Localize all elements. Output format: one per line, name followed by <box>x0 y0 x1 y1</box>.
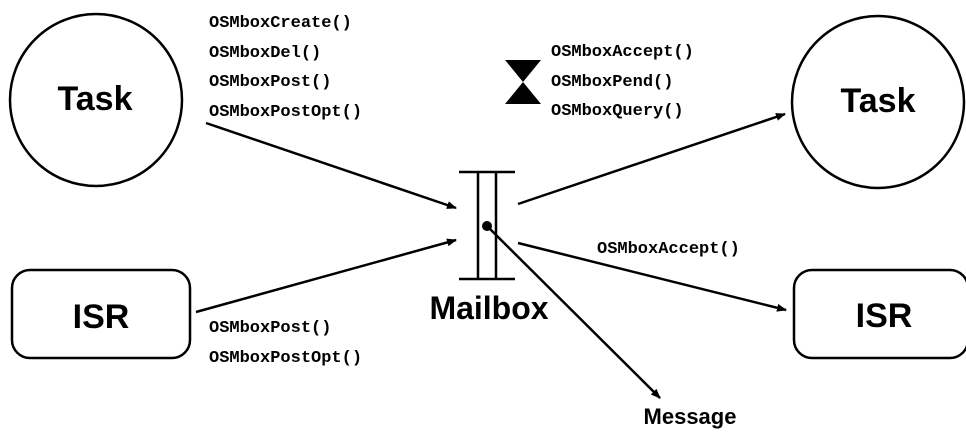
arrow-mailbox-to-isr <box>517 241 787 312</box>
message-label: Message <box>643 404 737 429</box>
isr-left-box <box>10 268 192 360</box>
api-call: OSMboxAccept() <box>551 43 694 62</box>
task-pend-api-list: OSMboxAccept() OSMboxPend() OSMboxQuery(… <box>551 38 694 127</box>
task-post-api-list: OSMboxCreate() OSMboxDel() OSMboxPost() … <box>209 9 362 127</box>
arrow-task-to-mailbox <box>205 121 457 210</box>
api-call: OSMboxPost() <box>209 319 332 338</box>
task-left-label: Task <box>57 80 133 118</box>
isr-left-label: ISR <box>72 298 130 336</box>
api-call: OSMboxPostOpt() <box>209 102 363 122</box>
isr-right-label: ISR <box>855 297 913 335</box>
isr-right-box <box>792 268 966 360</box>
task-left-circle <box>8 12 184 188</box>
api-call: OSMboxQuery() <box>551 102 684 121</box>
mailbox-symbol <box>459 170 515 281</box>
hourglass-icon <box>505 60 541 104</box>
api-call: OSMboxPostOpt() <box>209 348 363 368</box>
api-call: OSMboxCreate() <box>209 14 352 33</box>
api-call: OSMboxDel() <box>209 43 322 63</box>
api-call: OSMboxPend() <box>551 72 674 92</box>
isr-post-api-list: OSMboxPost() OSMboxPostOpt() <box>209 314 362 373</box>
arrow-isr-to-mailbox <box>195 238 457 314</box>
api-call: OSMboxPost() <box>209 73 332 92</box>
arrow-mailbox-to-message <box>486 225 661 399</box>
task-right-circle <box>790 14 966 190</box>
task-right-label: Task <box>840 82 916 120</box>
mailbox-label: Mailbox <box>429 290 549 326</box>
api-call: OSMboxAccept() <box>597 240 740 259</box>
arrow-mailbox-to-task <box>517 112 786 206</box>
isr-accept-api-list: OSMboxAccept() <box>597 235 740 265</box>
